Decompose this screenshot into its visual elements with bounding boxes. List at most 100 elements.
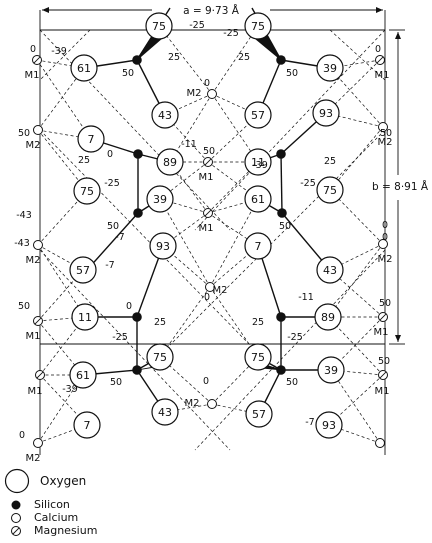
coordination-bond: [327, 243, 384, 318]
height-label: -11: [298, 292, 314, 303]
oxygen-height-label: 75: [251, 351, 265, 364]
metal-site-label: M1: [199, 223, 214, 234]
metal-site-label: M2: [213, 285, 228, 296]
oxygen-height-label: 39: [153, 193, 167, 206]
height-label: 25: [324, 156, 336, 167]
lattice-dashed-line: [39, 29, 91, 81]
height-label: -25: [223, 28, 239, 39]
oxygen-atom: [244, 101, 272, 129]
height-label: 50: [107, 221, 119, 232]
legend-label-magnesium: Magnesium: [34, 524, 98, 537]
oxygen-height-label: 61: [251, 193, 265, 206]
oxygen-height-label: 75: [153, 351, 167, 364]
b-dimension-arrowhead: [395, 32, 401, 39]
oxygen-icon: [4, 468, 30, 494]
calcium-atom: [33, 240, 43, 250]
height-label: 50: [279, 221, 291, 232]
oxygen-atom: [69, 256, 97, 284]
oxygen-height-label: 11: [251, 156, 265, 169]
height-label: 50: [378, 356, 390, 367]
magnesium-hatch: [204, 209, 212, 217]
height-label: 50: [110, 377, 122, 388]
oxygen-height-label: 75: [323, 184, 337, 197]
height-label: 0: [382, 232, 388, 243]
oxygen-atom: [314, 303, 342, 331]
coordination-bond: [37, 129, 88, 192]
height-label: -39: [252, 160, 268, 171]
coordination-bond: [159, 286, 211, 358]
height-label: -39: [62, 384, 78, 395]
oxygen-atom: [312, 99, 340, 127]
calcium-atom: [205, 282, 215, 292]
oxygen-height-label: 93: [319, 107, 333, 120]
magnesium-icon: [11, 525, 21, 536]
calcium-icon: [11, 512, 21, 523]
metal-site-label: M1: [199, 172, 214, 183]
calcium-atom: [33, 438, 43, 448]
coordination-bond: [207, 161, 259, 214]
coordination-bond: [36, 59, 92, 140]
height-label: -25: [104, 178, 120, 189]
height-label: -11: [181, 139, 197, 150]
height-label: 50: [203, 146, 215, 157]
legend-label-silicon: Silicon: [34, 498, 70, 511]
height-label: 0: [375, 44, 381, 55]
oxygen-atom: [244, 185, 272, 213]
magnesium-hatch: [34, 317, 42, 325]
oxygen-height-label: 39: [323, 62, 337, 75]
coordination-bond: [329, 269, 384, 318]
height-label: -39: [51, 46, 67, 57]
b-dimension-arrowhead: [395, 335, 401, 342]
oxygen-atom: [151, 398, 179, 426]
legend-label-oxygen: Oxygen: [40, 474, 87, 488]
height-label: 0: [204, 292, 210, 303]
silicate-bond: [280, 153, 283, 214]
oxygen-atom: [149, 232, 177, 260]
metal-site-label: M1: [375, 386, 390, 397]
height-label: -25: [287, 332, 303, 343]
lattice-dashed-line: [39, 129, 251, 346]
coordination-bond: [159, 356, 213, 405]
silicon-atom: [132, 365, 142, 375]
height-label: 25: [78, 155, 90, 166]
lattice-dashed-line: [194, 29, 386, 231]
oxygen-atom: [316, 256, 344, 284]
silicon-atom: [132, 55, 142, 65]
height-label: 50: [379, 298, 391, 309]
oxygen-atom: [146, 343, 174, 371]
metal-site-label: M2: [378, 137, 393, 148]
height-label: 25: [168, 52, 180, 63]
a-dimension-label: a = 9·73 Å: [183, 4, 240, 17]
oxygen-height-label: 57: [252, 408, 266, 421]
oxygen-height-label: 93: [322, 419, 336, 432]
oxygen-atom: [71, 303, 99, 331]
metal-site-label: M2: [185, 398, 200, 409]
coordination-bond: [329, 243, 384, 271]
oxygen-height-label: 7: [88, 133, 95, 146]
legend-label-calcium: Calcium: [34, 511, 79, 524]
height-label: -43: [14, 238, 30, 249]
oxygen-atom: [77, 125, 105, 153]
silicon-atom: [276, 55, 286, 65]
magnesium-hatch: [33, 56, 41, 64]
oxygen-height-label: 7: [84, 419, 91, 432]
silicate-bond: [86, 212, 139, 271]
oxygen-atom: [245, 400, 273, 428]
silicon-atom: [276, 149, 286, 159]
magnesium-hatch: [36, 371, 44, 379]
oxygen-height-label: 75: [152, 20, 166, 33]
oxygen-atom: [316, 176, 344, 204]
height-label: -7: [115, 232, 124, 243]
a-dimension-arrowhead: [42, 7, 49, 13]
oxygen-height-label: 89: [321, 311, 335, 324]
silicon-icon: [11, 500, 21, 509]
legend: Oxygen Silicon Calcium Magnesium: [4, 466, 204, 542]
coordination-bond: [159, 198, 211, 288]
height-label: 0: [107, 149, 113, 160]
silicon-atom: [133, 149, 143, 159]
height-label: 0: [203, 376, 209, 387]
height-label: -25: [189, 20, 205, 31]
coordination-bond: [211, 93, 259, 163]
oxygen-height-label: 61: [76, 369, 90, 382]
oxygen-atom: [244, 12, 272, 40]
